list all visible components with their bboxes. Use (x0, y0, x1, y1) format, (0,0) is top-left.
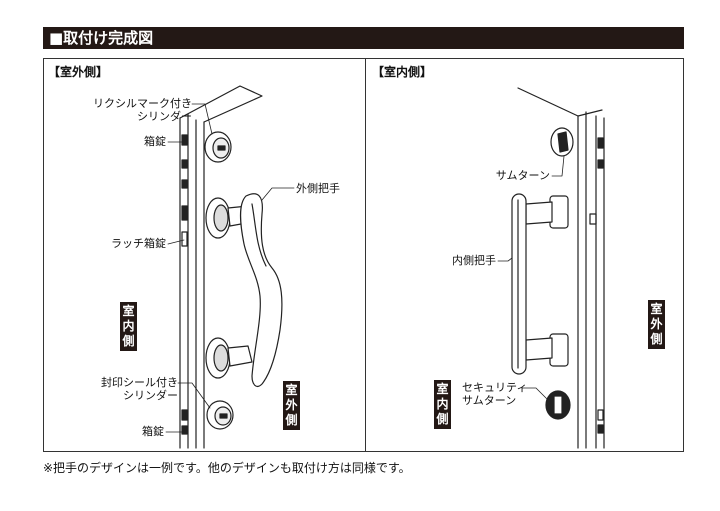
label-lixil-cylinder: リクシルマーク付き シリンダー (93, 97, 192, 123)
diagram-frame (43, 58, 684, 452)
label-security-thumb-turn: セキュリティ サムターン (462, 381, 528, 407)
label-sealed-cylinder: 封印シール付き シリンダー (101, 376, 178, 402)
outside-cylinder-top (204, 131, 232, 163)
section-title: ■取付け完成図 (43, 27, 684, 49)
label-box-lock-bottom: 箱錠 (142, 425, 164, 438)
outside-handle-drawing (205, 193, 283, 388)
outside-panel-outdoor-tag: 室 外 側 (283, 381, 300, 430)
inside-door (517, 87, 605, 449)
inside-panel-heading: 【室内側】 (372, 65, 433, 79)
panel-divider (365, 58, 366, 452)
label-box-lock-top: 箱錠 (144, 135, 166, 148)
outside-cylinder-bottom (206, 400, 234, 430)
inside-thumb-turn (550, 127, 574, 157)
inside-leaders (497, 155, 565, 401)
outside-panel-indoor-tag: 室 内 側 (120, 302, 137, 351)
label-inner-handle: 内側把手 (452, 254, 496, 267)
label-outer-handle: 外側把手 (296, 182, 340, 195)
outside-panel-heading: 【室外側】 (48, 65, 109, 79)
inside-panel-indoor-tag: 室 内 側 (434, 380, 451, 429)
outside-leaders (165, 103, 295, 433)
footnote: ※把手のデザインは一例です。他のデザインも取付け方は同様です。 (43, 461, 411, 475)
label-latch-box-lock: ラッチ箱錠 (111, 237, 166, 250)
outside-door (179, 85, 263, 449)
inside-security-thumb-turn (545, 390, 571, 420)
inside-handle-drawing (511, 193, 569, 375)
inside-panel-outdoor-tag: 室 外 側 (648, 300, 665, 349)
label-thumb-turn: サムターン (495, 169, 550, 182)
